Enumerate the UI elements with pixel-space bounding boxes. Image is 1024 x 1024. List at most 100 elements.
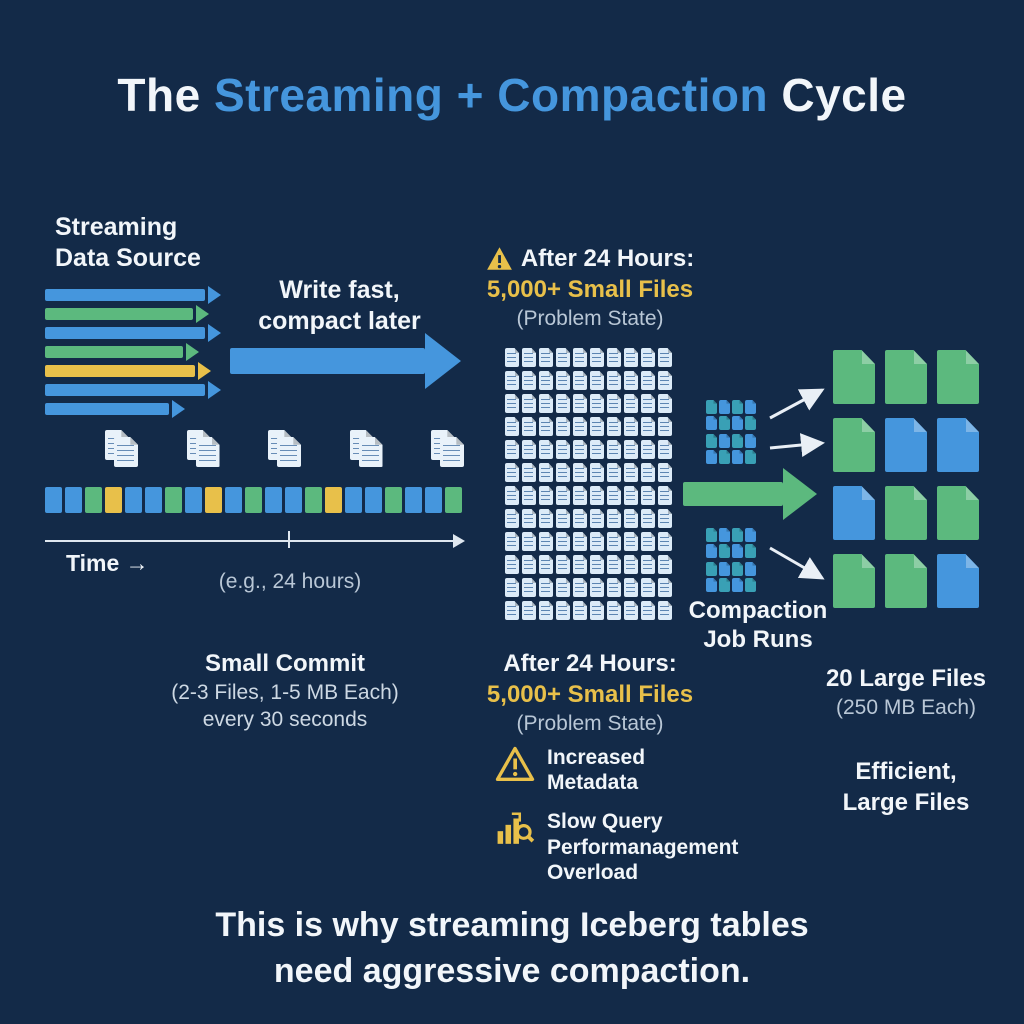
small-file-icon <box>505 486 519 505</box>
arrow-body <box>230 348 425 374</box>
small-file-icon <box>590 463 604 482</box>
problem-slow-query: Slow Query Performanagement Overload <box>495 809 738 885</box>
small-file-icon <box>505 348 519 367</box>
small-file-icon <box>607 532 621 551</box>
compacted-file-icon <box>745 544 756 558</box>
small-file-icon <box>641 371 655 390</box>
compacted-file-icon <box>745 578 756 592</box>
compacted-files-cluster <box>706 400 756 430</box>
small-file-icon <box>658 417 672 436</box>
small-file-icon <box>539 394 553 413</box>
small-file-icon <box>556 348 570 367</box>
compacted-file-icon <box>706 578 717 592</box>
title-highlight: Streaming + Compaction <box>213 69 769 121</box>
compacted-file-icon <box>719 450 730 464</box>
small-file-icon <box>658 601 672 620</box>
compacted-file-icon <box>719 578 730 592</box>
small-file-icon <box>590 440 604 459</box>
small-file-icon <box>590 486 604 505</box>
compacted-files-cluster <box>706 434 756 464</box>
small-file-icon <box>624 601 638 620</box>
small-file-icon <box>556 440 570 459</box>
small-file-icon <box>658 486 672 505</box>
small-file-icon <box>522 417 536 436</box>
small-file-icon <box>573 509 587 528</box>
small-file-icon <box>641 440 655 459</box>
small-file-icon <box>539 348 553 367</box>
small-file-icon <box>505 371 519 390</box>
compaction-job-label: Compaction Job Runs <box>683 597 833 655</box>
streaming-bars <box>45 282 205 422</box>
small-file-icon <box>556 417 570 436</box>
compacted-file-icon <box>706 416 717 430</box>
small-file-icon <box>607 555 621 574</box>
compacted-file-icon <box>719 562 730 576</box>
small-file-icon <box>624 486 638 505</box>
small-file-icon <box>505 601 519 620</box>
commit-files-icon <box>431 430 465 468</box>
small-file-icon <box>641 417 655 436</box>
file-icon <box>440 437 464 467</box>
large-file-icon <box>833 486 875 540</box>
small-file-icon <box>556 555 570 574</box>
small-file-icon <box>658 555 672 574</box>
small-file-icon <box>658 440 672 459</box>
timeline-square <box>245 487 262 513</box>
small-file-icon <box>573 532 587 551</box>
timeline-square <box>385 487 402 513</box>
write-fast-label: Write fast, compact later <box>232 275 447 338</box>
timeline-square <box>65 487 82 513</box>
large-file-icon <box>937 486 979 540</box>
arrow-body <box>683 482 783 506</box>
small-file-icon <box>505 463 519 482</box>
small-file-icon <box>607 578 621 597</box>
small-file-icon <box>539 555 553 574</box>
large-file-icon <box>885 418 927 472</box>
small-file-icon <box>658 532 672 551</box>
small-file-icon <box>556 486 570 505</box>
compacted-file-icon <box>732 434 743 448</box>
small-file-icon <box>505 578 519 597</box>
small-file-icon <box>522 348 536 367</box>
compacted-file-icon <box>732 450 743 464</box>
file-icon <box>195 437 220 467</box>
small-file-icon <box>624 440 638 459</box>
after-24-heading: After 24 Hours: <box>520 245 695 272</box>
small-file-icon <box>573 578 587 597</box>
small-file-icon <box>590 509 604 528</box>
small-commit-line3: every 30 seconds <box>202 708 368 732</box>
timeline-square <box>365 487 382 513</box>
compacted-file-icon <box>745 416 756 430</box>
time-annotation: (e.g., 24 hours) <box>218 570 362 593</box>
slow-query-icon <box>497 812 535 845</box>
small-file-icon <box>607 486 621 505</box>
compacted-file-icon <box>745 562 756 576</box>
small-file-icon <box>556 394 570 413</box>
small-file-icon <box>641 486 655 505</box>
problem-text-line: Performanagement <box>547 835 739 859</box>
stream-arrow-icon <box>45 289 205 301</box>
compacted-files-cluster <box>706 562 756 592</box>
timeline-square <box>185 487 202 513</box>
time-axis <box>45 534 465 548</box>
small-file-icon <box>539 417 553 436</box>
small-file-icon <box>539 532 553 551</box>
small-file-icon <box>641 532 655 551</box>
small-file-icon <box>505 394 519 413</box>
streaming-source-line2: Data Source <box>55 244 201 273</box>
small-file-icon <box>539 440 553 459</box>
small-file-icon <box>658 509 672 528</box>
small-file-icon <box>590 417 604 436</box>
problem-state-label: (Problem State) <box>516 307 664 331</box>
efficient-line2: Large Files <box>842 789 970 817</box>
small-file-icon <box>522 486 536 505</box>
small-file-icon <box>522 440 536 459</box>
timeline-square <box>445 487 462 513</box>
timeline-square <box>305 487 322 513</box>
small-file-icon <box>522 532 536 551</box>
stream-arrow-icon <box>45 327 205 339</box>
small-file-icon <box>641 463 655 482</box>
small-file-icon <box>539 463 553 482</box>
small-file-icon <box>522 578 536 597</box>
large-file-icon <box>937 418 979 472</box>
